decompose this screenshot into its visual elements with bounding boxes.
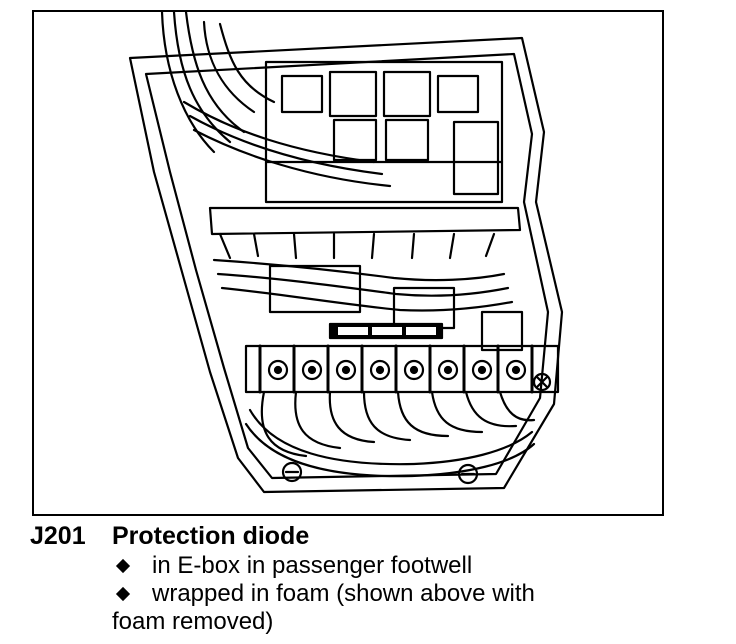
- component-notes: in E-box in passenger footwell wrapped i…: [30, 552, 720, 636]
- e-box-illustration-frame: [32, 10, 664, 516]
- wire-harness-lower: [260, 390, 536, 458]
- note-foam-continued: foam removed): [112, 608, 274, 635]
- caption-title: J201 Protection diode: [30, 520, 720, 552]
- note-foam: wrapped in foam (shown above with: [114, 580, 720, 608]
- note-location: in E-box in passenger footwell: [114, 552, 720, 580]
- circuit-board: [208, 206, 522, 236]
- component-caption: J201 Protection diode in E-box in passeng…: [30, 520, 720, 636]
- mounting-bolt: [281, 461, 303, 483]
- e-box-illustration: [128, 12, 564, 494]
- e-box-housing: [128, 36, 564, 494]
- relay-block: [264, 60, 504, 204]
- component-name: Protection diode: [112, 522, 310, 550]
- bullet-diamond-icon: [115, 558, 131, 574]
- component-code: J201: [30, 522, 86, 550]
- terminal-strip: [244, 344, 560, 394]
- wire-harness-middle: [212, 258, 514, 312]
- wire-harness-upper: [160, 12, 276, 154]
- relay-large: [452, 120, 500, 196]
- bullet-diamond-icon: [115, 586, 131, 602]
- terminal-screws: [267, 359, 552, 392]
